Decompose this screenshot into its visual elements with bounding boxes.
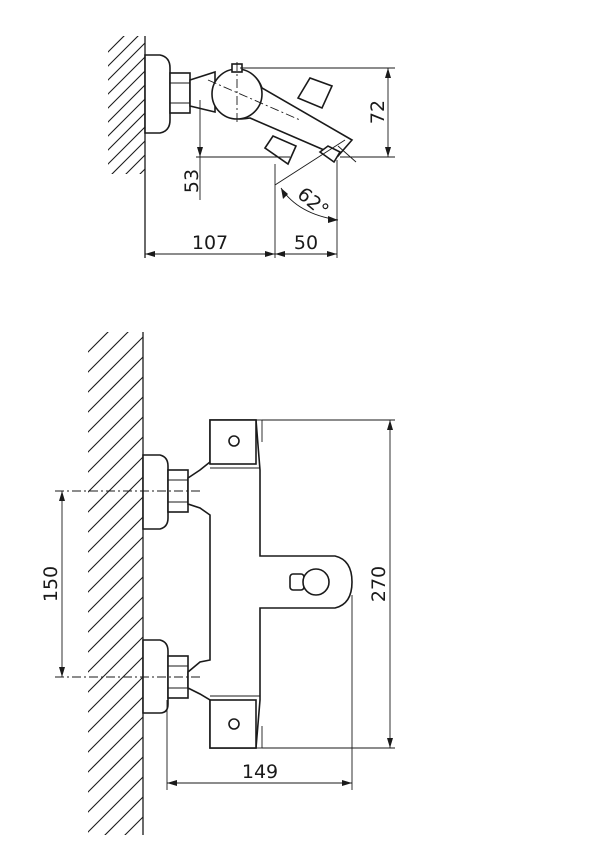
union-nut	[169, 72, 191, 114]
side-view: 72 53 62° 107 50	[108, 36, 395, 258]
small-outlet	[318, 145, 342, 164]
dim-label-107: 107	[192, 232, 228, 254]
dim-label-270: 270	[368, 566, 390, 602]
wall-hatch-bottom	[88, 332, 143, 835]
thermostat-knob-side	[211, 68, 263, 120]
upper-flange	[142, 454, 169, 530]
dim-label-150: 150	[40, 566, 62, 602]
dim-label-angle: 62°	[293, 183, 333, 222]
spout-outlet	[263, 134, 298, 166]
angle-ray	[274, 139, 346, 186]
front-view: 150 270 149	[40, 332, 395, 835]
upper-screw	[228, 435, 240, 447]
diverter-stem	[289, 573, 305, 591]
dim-label-53: 53	[181, 169, 203, 193]
diverter-knob	[302, 568, 330, 596]
dim-label-72: 72	[367, 100, 389, 124]
lower-screw	[228, 718, 240, 730]
dim-label-149: 149	[242, 761, 278, 783]
wall-hatch-top	[108, 36, 145, 174]
connector-pipe	[189, 70, 216, 114]
lower-flange	[142, 639, 169, 714]
wall-flange	[144, 54, 171, 134]
diverter-lever	[296, 77, 334, 110]
dim-label-50: 50	[294, 232, 318, 254]
mixer-body-front	[187, 419, 353, 749]
